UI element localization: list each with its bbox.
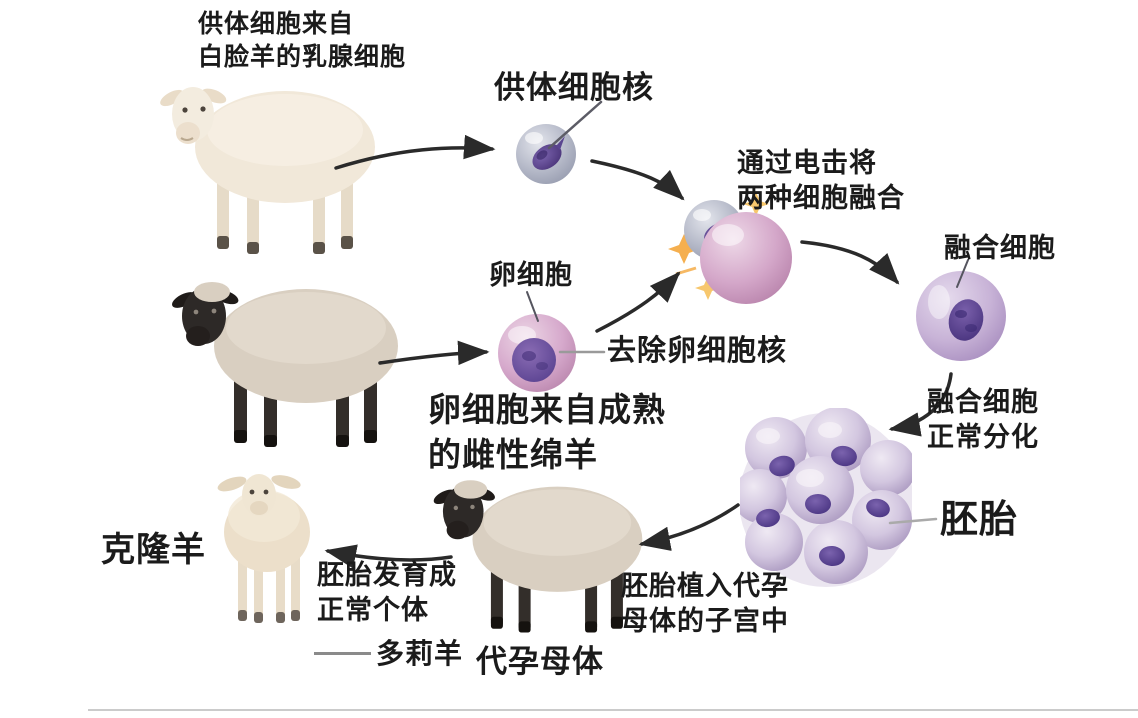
dolly-label: 多莉羊 bbox=[376, 638, 464, 669]
arrow-fused-cell-to-embryo bbox=[888, 372, 953, 437]
dolly-leader-line bbox=[314, 652, 371, 655]
donor-source-label: 供体细胞来自 白脸羊的乳腺细胞 bbox=[198, 10, 407, 71]
embryo-graphic bbox=[733, 407, 916, 594]
fusion-cells-graphic bbox=[666, 188, 800, 310]
arrow-surrogate-to-lamb bbox=[324, 544, 453, 569]
arrow-nucleus-to-fusion bbox=[590, 159, 685, 201]
black-faced-sheep-image bbox=[168, 270, 428, 455]
develop-label: 胚胎发育成 正常个体 bbox=[317, 560, 457, 626]
surrogate-sheep-image bbox=[430, 462, 670, 647]
bottom-edge-line bbox=[88, 709, 1138, 711]
fused-cell-graphic bbox=[913, 268, 1010, 365]
embryo-label: 胚胎 bbox=[940, 499, 1019, 541]
egg-source-label: 卵细胞来自成熟 的雌性绵羊 bbox=[428, 391, 666, 473]
arrow-fusion-to-fused-cell bbox=[800, 240, 900, 285]
arrow-egg-sheep-to-egg bbox=[378, 340, 490, 366]
arrow-embryo-to-surrogate bbox=[638, 503, 740, 551]
fused-differentiation-label: 融合细胞 正常分化 bbox=[927, 387, 1039, 453]
egg-cell-label: 卵细胞 bbox=[489, 260, 573, 290]
cloned-sheep-label: 克隆羊 bbox=[101, 531, 206, 569]
arrow-egg-to-fusion bbox=[595, 271, 681, 333]
embryo-leader-line bbox=[888, 517, 938, 525]
fused-cell-label: 融合细胞 bbox=[944, 233, 1056, 263]
remove-egg-nucleus-label: 去除卵细胞核 bbox=[607, 335, 788, 367]
egg-label-leader-line bbox=[526, 291, 539, 322]
white-faced-sheep-image bbox=[155, 72, 395, 262]
micro-needle-line bbox=[547, 100, 603, 150]
arrow-donor-sheep-to-nucleus bbox=[334, 134, 496, 170]
electric-fusion-label: 通过电击将 两种细胞融合 bbox=[737, 148, 905, 214]
fused-label-leader-line bbox=[956, 259, 969, 288]
egg-cell-graphic bbox=[496, 312, 578, 394]
surrogate-mother-label: 代孕母体 bbox=[476, 644, 604, 679]
implant-label: 胚胎植入代孕 母体的子宫中 bbox=[621, 571, 789, 637]
cloned-lamb-image bbox=[192, 468, 340, 628]
donor-nucleus-label: 供体细胞核 bbox=[494, 70, 654, 105]
